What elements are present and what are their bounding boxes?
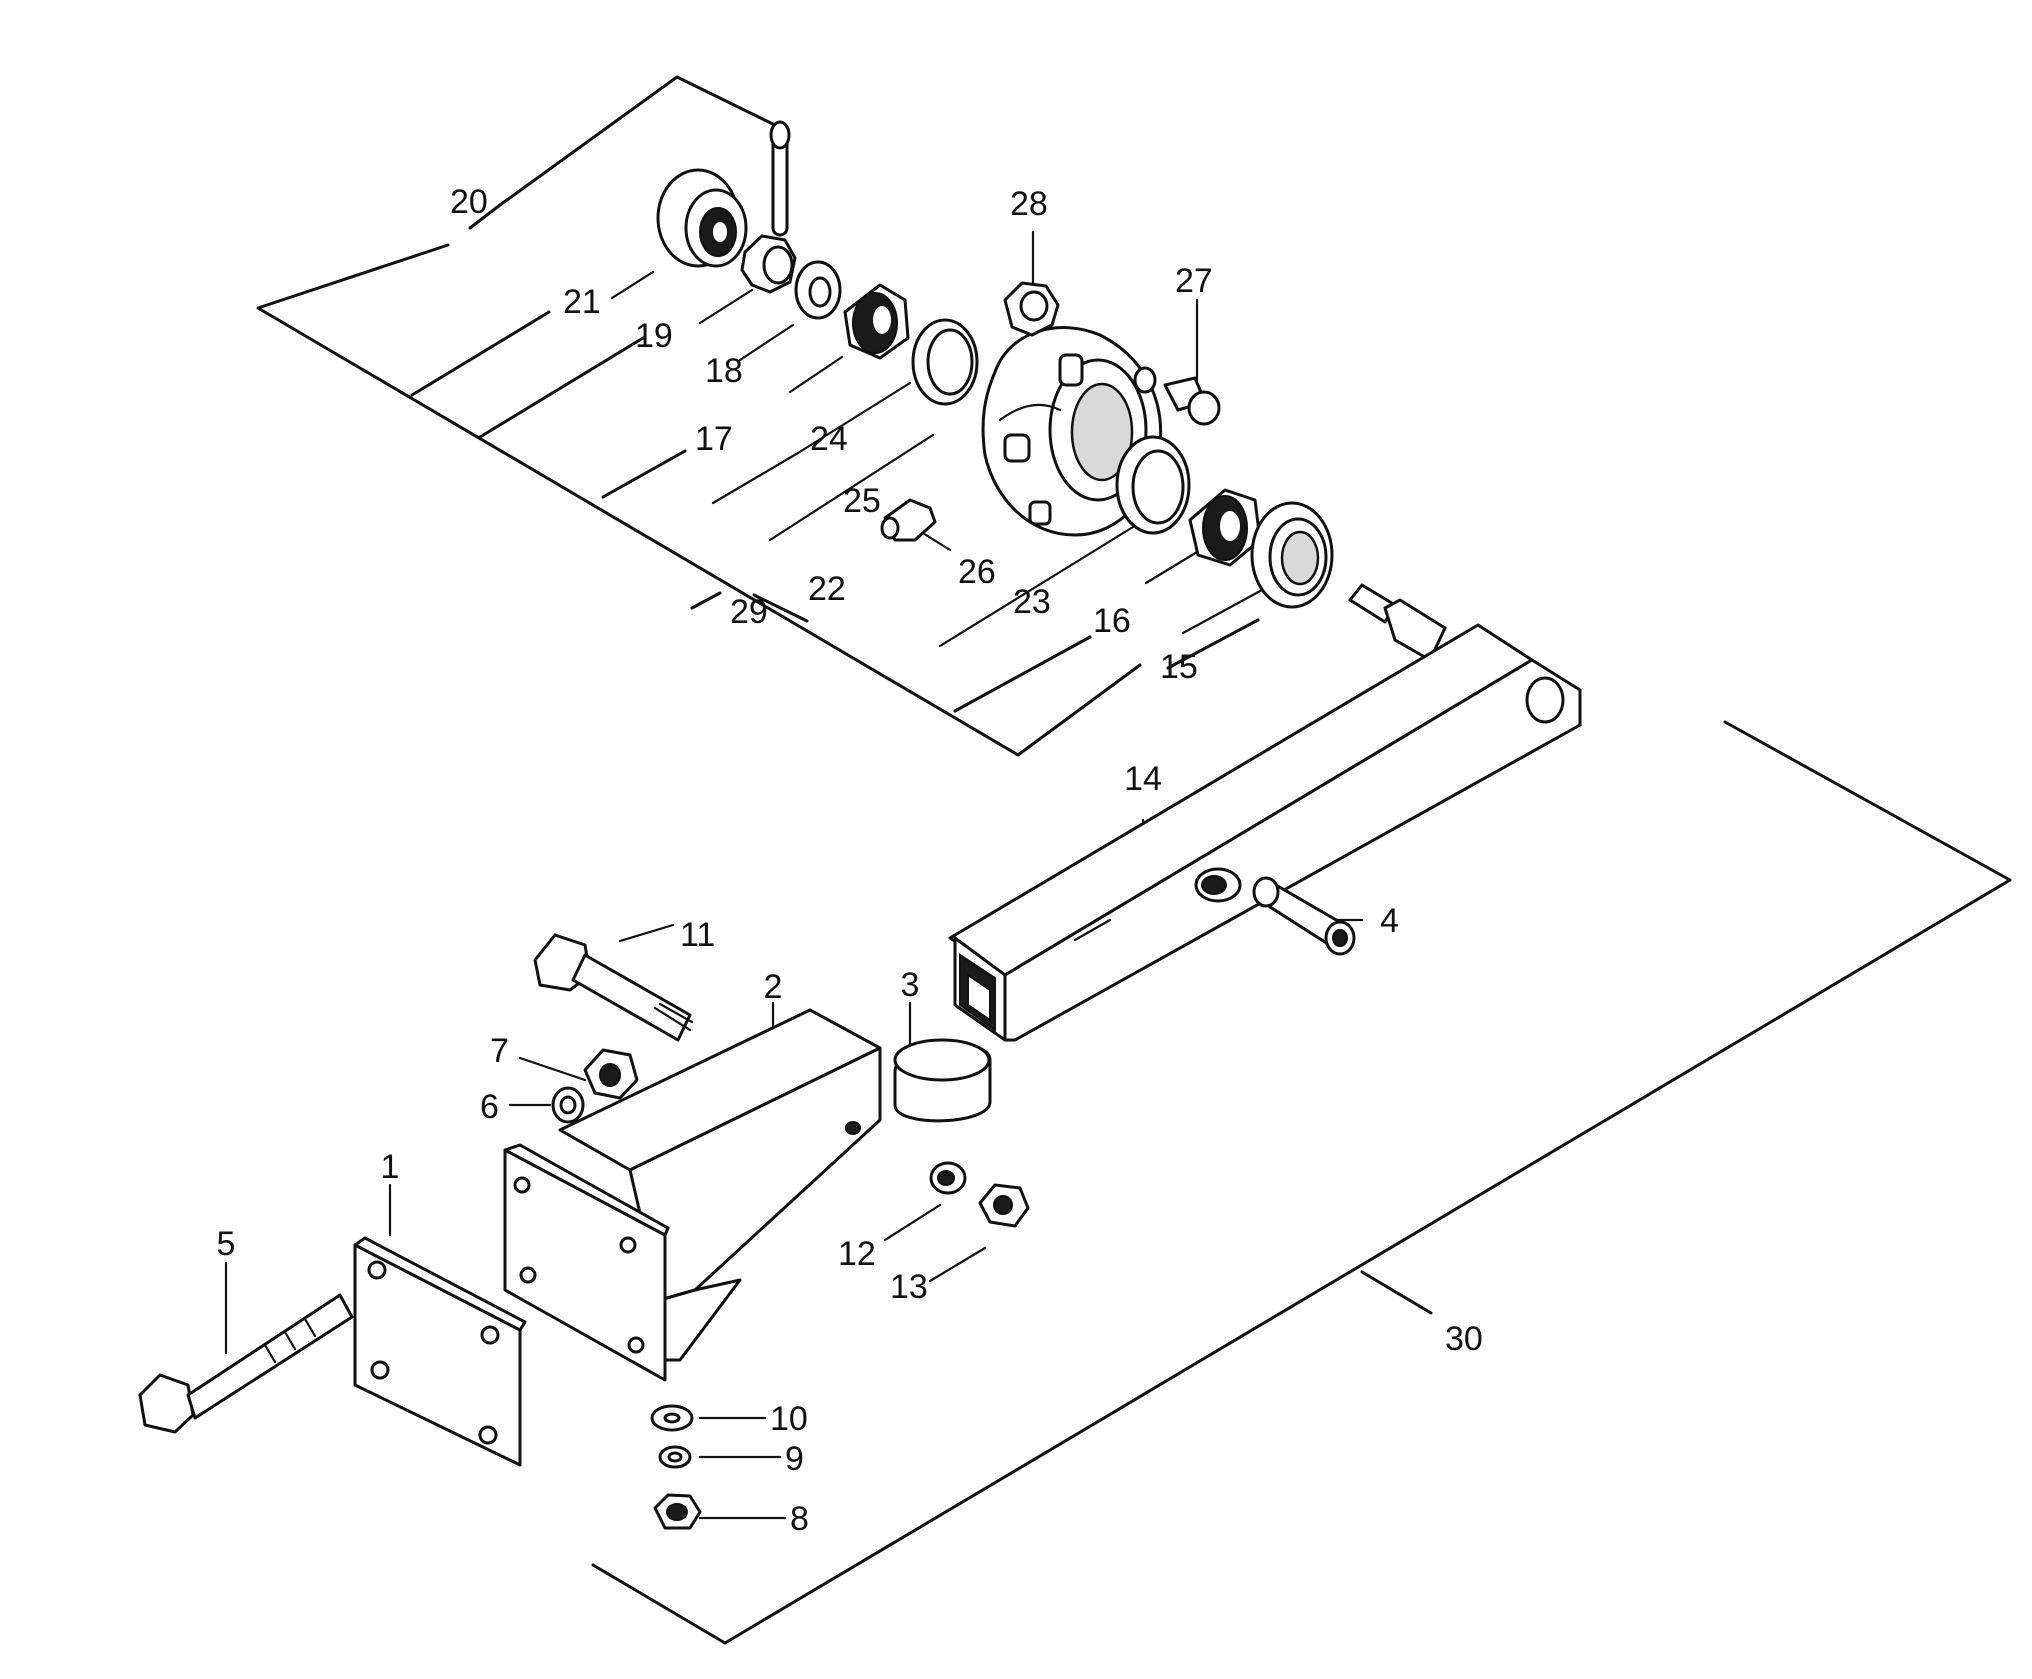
plug-cap bbox=[893, 1038, 992, 1123]
callout-17: 17 bbox=[695, 420, 733, 458]
bolt-long-upper bbox=[533, 933, 694, 1042]
callout-23: 23 bbox=[1013, 583, 1051, 621]
castle-nut bbox=[740, 234, 797, 294]
bolt-long-lower bbox=[138, 1293, 354, 1434]
group-bracket-30 bbox=[591, 720, 2012, 1645]
callout-20: 20 bbox=[450, 183, 488, 221]
callout-1: 1 bbox=[381, 1148, 400, 1186]
bushing bbox=[1252, 876, 1356, 956]
callout-9: 9 bbox=[785, 1440, 804, 1478]
cotter-pin bbox=[769, 120, 791, 237]
wheel-bolt bbox=[1163, 376, 1221, 426]
dust-cap bbox=[656, 168, 748, 268]
callout-3: 3 bbox=[901, 966, 920, 1004]
callout-8: 8 bbox=[790, 1500, 809, 1538]
callout-4: 4 bbox=[1380, 902, 1399, 940]
mount-tube bbox=[558, 1008, 882, 1362]
callout-29: 29 bbox=[730, 593, 768, 631]
lock-washer-right bbox=[929, 1161, 967, 1195]
callout-22: 22 bbox=[808, 570, 846, 608]
group-bracket-29 bbox=[256, 75, 1260, 757]
callout-30: 30 bbox=[1445, 1320, 1483, 1358]
outer-bearing-cone bbox=[843, 283, 910, 360]
tube-hole bbox=[1194, 867, 1242, 903]
callout-21: 21 bbox=[563, 283, 601, 321]
callout-25: 25 bbox=[843, 482, 881, 520]
callout-6: 6 bbox=[480, 1088, 499, 1126]
callout-14: 14 bbox=[1124, 760, 1162, 798]
lock-washer-lower bbox=[658, 1445, 692, 1469]
callout-2: 2 bbox=[764, 968, 783, 1006]
lock-washer-upper bbox=[551, 1086, 585, 1124]
callout-28: 28 bbox=[1010, 185, 1048, 223]
grease-fitting bbox=[880, 498, 937, 542]
clamp-plate bbox=[353, 1236, 527, 1467]
axle-tube bbox=[948, 623, 1582, 1042]
callout-16: 16 bbox=[1093, 602, 1131, 640]
spindle bbox=[1348, 583, 1447, 662]
flat-washer-lower bbox=[650, 1404, 694, 1432]
hex-nut-upper bbox=[583, 1048, 639, 1100]
callout-10: 10 bbox=[770, 1400, 808, 1438]
flat-washer bbox=[794, 260, 842, 320]
callout-7: 7 bbox=[490, 1032, 509, 1070]
callout-labels: 1 2 3 4 5 6 7 8 9 10 11 12 13 14 15 16 1… bbox=[217, 183, 1483, 1538]
callout-27: 27 bbox=[1175, 262, 1213, 300]
callout-24: 24 bbox=[810, 420, 848, 458]
callout-15: 15 bbox=[1160, 648, 1198, 686]
bracket-plate bbox=[503, 1143, 670, 1382]
outer-bearing-cup bbox=[911, 318, 979, 406]
grease-seal bbox=[1250, 501, 1334, 609]
wheel-nut bbox=[1003, 281, 1060, 337]
callout-18: 18 bbox=[705, 352, 743, 390]
wheel-hub bbox=[981, 326, 1163, 537]
hex-nut-right bbox=[978, 1183, 1030, 1228]
callout-5: 5 bbox=[217, 1225, 236, 1263]
callout-13: 13 bbox=[890, 1268, 928, 1306]
callout-11: 11 bbox=[680, 916, 715, 954]
callout-19: 19 bbox=[635, 317, 673, 355]
hex-nut-lower bbox=[653, 1493, 702, 1530]
callout-12: 12 bbox=[838, 1235, 876, 1273]
inner-bearing-cone bbox=[1188, 488, 1262, 567]
callout-26: 26 bbox=[958, 553, 996, 591]
inner-bearing-cup bbox=[1115, 435, 1191, 535]
